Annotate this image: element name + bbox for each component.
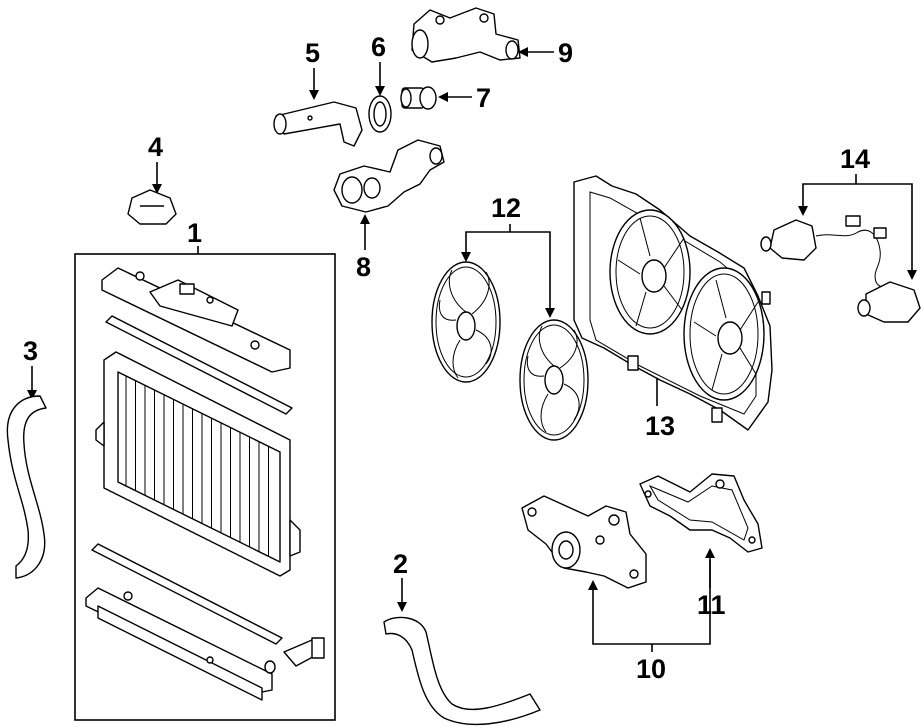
- lower-seal: [91, 543, 283, 645]
- callout-2[interactable]: 2: [393, 549, 408, 612]
- callout-11-label: 11: [697, 590, 726, 620]
- callout-8[interactable]: 8: [356, 214, 371, 282]
- drain-cock: [264, 637, 325, 674]
- water-inlet-pipe: [273, 101, 363, 147]
- callout-6-label: 6: [371, 32, 386, 62]
- callout-6[interactable]: 6: [371, 32, 386, 96]
- radiator-core: [95, 351, 301, 577]
- callout-7[interactable]: 7: [438, 83, 491, 113]
- cooling-fan-right: [519, 319, 589, 441]
- callout-7-label: 7: [476, 83, 491, 113]
- callout-10-label: 10: [636, 654, 666, 684]
- upper-radiator-hose: [6, 395, 47, 579]
- water-pump: [521, 495, 647, 589]
- radiator-upper-tank: [101, 267, 291, 373]
- callout-9-label: 9: [558, 38, 573, 68]
- callout-10[interactable]: 10: [588, 560, 711, 684]
- callout-3-label: 3: [23, 336, 38, 366]
- callout-14-label: 14: [840, 144, 870, 174]
- fan-shroud: [573, 175, 773, 431]
- radiator-assembly-box: [74, 253, 336, 721]
- callout-4[interactable]: 4: [148, 132, 163, 194]
- radiator-cap: [127, 189, 177, 225]
- callout-14[interactable]: 14: [798, 144, 917, 280]
- water-pump-gasket: [639, 473, 763, 553]
- thermostat: [400, 86, 437, 110]
- water-inlet-housing: [333, 139, 445, 213]
- callout-1-label: 1: [187, 218, 202, 248]
- callout-13-label: 13: [645, 411, 675, 441]
- callout-9[interactable]: 9: [518, 38, 573, 68]
- fan-motor-2: [857, 281, 921, 323]
- callout-12-label: 12: [491, 193, 521, 223]
- inlet-gasket-inner: [373, 101, 387, 127]
- lower-radiator-hose: [383, 616, 541, 726]
- callout-12[interactable]: 12: [461, 193, 555, 318]
- callout-11[interactable]: 11: [697, 548, 726, 620]
- callout-5-label: 5: [305, 38, 320, 68]
- callout-2-label: 2: [393, 549, 408, 579]
- callout-4-label: 4: [148, 132, 163, 162]
- cooling-fan-left: [431, 261, 501, 383]
- callout-8-label: 8: [356, 252, 371, 282]
- water-outlet-housing: [411, 7, 521, 63]
- callout-1[interactable]: 1: [74, 218, 336, 721]
- upper-seal: [105, 315, 293, 415]
- callout-3[interactable]: 3: [23, 336, 38, 400]
- fan-motor-1: [760, 215, 905, 293]
- radiator-lower-tank: [85, 587, 273, 701]
- callout-5[interactable]: 5: [305, 38, 320, 100]
